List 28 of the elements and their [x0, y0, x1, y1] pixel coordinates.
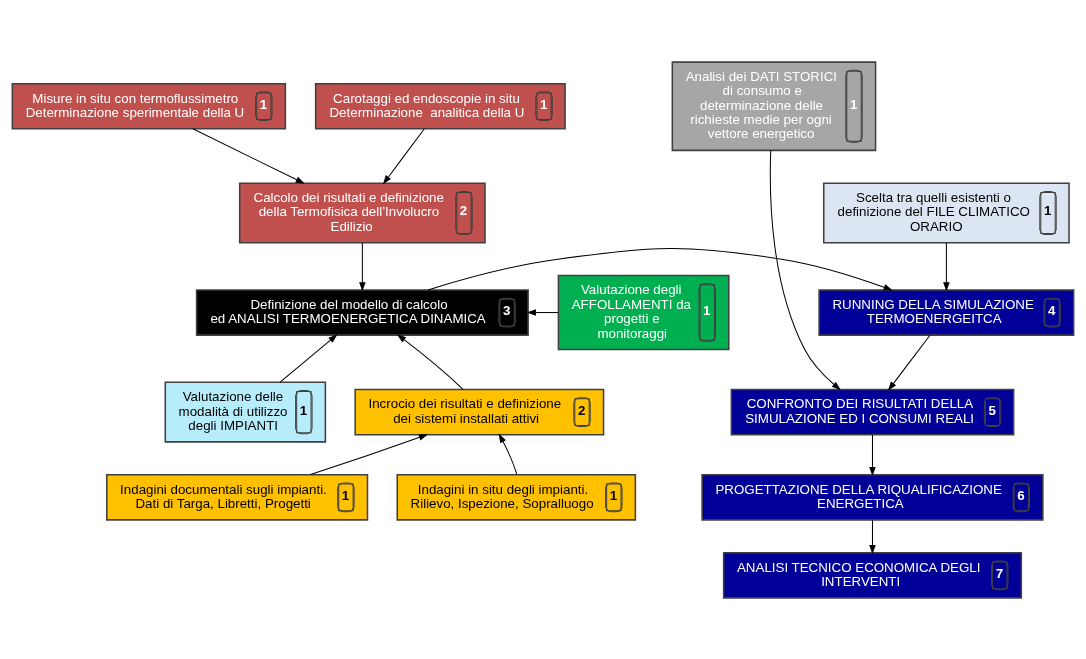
node-box: RUNNING DELLA SIMULAZIONE TERMOENERGEITCA 4 — [818, 288, 1075, 336]
node-box: Valutazione delle modalità di utilizzo degli IMPIANTI 1 — [164, 381, 327, 443]
arrow — [359, 242, 366, 291]
arrow — [279, 333, 338, 383]
node-box: Scelta tra quelli esistenti o definizione del FILE CLIMATICO ORARIO 1 — [822, 181, 1070, 243]
node-box: Indagini documentali sugli impianti. Dati di Targa, Libretti, Progetti 1 — [106, 473, 369, 521]
node-box: Definizione del modello di calcolo ed ANALISI TERMOENERGETICA DINAMICA 3 — [195, 288, 529, 336]
node-box: ANALISI TECNICO ECONOMICA DEGLI INTERVENTI 7 — [722, 551, 1023, 599]
arrow — [869, 518, 876, 554]
arrow — [310, 433, 429, 475]
arrow — [869, 433, 876, 476]
node-box: Misure in situ con termoflussimetro Determinazione sperimentale della U 1 — [11, 82, 287, 130]
arrow — [382, 127, 425, 184]
arrow — [396, 333, 464, 390]
arrow — [769, 149, 841, 390]
arrow — [192, 127, 305, 184]
node-box: CONFRONTO DEI RISULTATI DELLA SIMULAZIONE ED I CONSUMI REALI 5 — [730, 388, 1015, 435]
arrow — [526, 308, 559, 316]
node-box: Indagini in situ degli impianti. Rilievo, Ispezione, Sopralluogo 1 — [396, 473, 637, 521]
arrow — [427, 247, 893, 290]
node-box: Analisi dei DATI STORICI di consumo e determinazione delle richieste medie per ogni vettore energetico 1 — [671, 60, 877, 151]
arrow — [943, 242, 950, 291]
node-box: Calcolo dei risultati e definizione della Termofisica dell’Involucro Edilizio 2 — [238, 181, 486, 243]
arrow — [887, 334, 931, 391]
arrow — [498, 433, 518, 475]
node-box: Incrocio dei risultati e definizione dei sistemi installati attivi 2 — [354, 388, 605, 435]
node-box: PROGETTAZIONE DELLA RIQUALIFICAZIONE ENERGETICA 6 — [701, 473, 1044, 521]
node-box: Carotaggi ed endoscopie in situ Determinazione analitica della U 1 — [314, 82, 566, 130]
